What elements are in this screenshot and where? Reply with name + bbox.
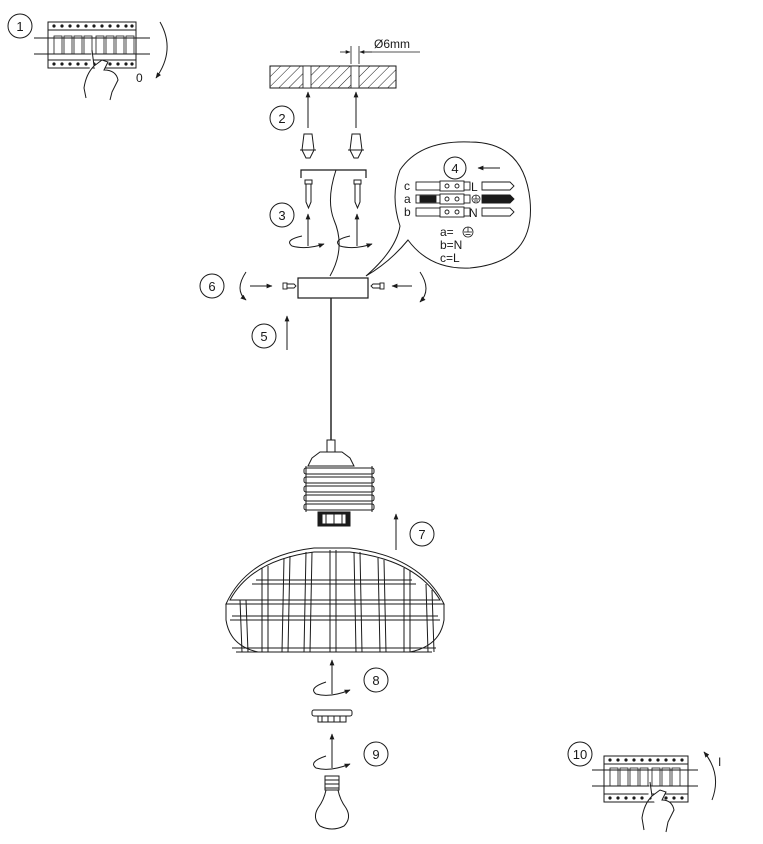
step-2-wall-plugs: 2 [269,91,364,159]
step-3-number: 3 [278,208,285,223]
rotate-arrow-icon [313,681,351,696]
ceiling: Ø6mm [269,37,420,89]
terminal-block [415,180,515,218]
terminal-row-c: c [404,179,410,193]
step-7-shade: 7 [225,513,445,653]
hand-icon [83,49,119,101]
circuit-breaker-icon [592,755,698,803]
legend-a: a= [440,225,454,239]
legend-c: c=L [440,251,460,265]
canopy [297,277,369,299]
mounting-bracket [300,169,367,178]
cable [329,169,340,277]
legend-b: b=N [440,238,462,252]
step-3-bracket-screws: 3 [269,169,373,277]
breaker-off-label: 0 [136,71,143,85]
terminal-row-b: b [404,205,411,219]
step-2-number: 2 [278,111,285,126]
step-8-number: 8 [372,673,379,688]
rotate-arrow-icon [419,271,427,303]
pendant-body [303,298,375,527]
step-4-number: 4 [451,161,458,176]
screw-icon [304,179,362,210]
rotate-arrow-icon [337,235,373,249]
step-8-shade-ring: 8 [311,659,389,723]
lamp-shade-icon [225,547,445,653]
rotate-arrow-icon [155,21,168,79]
terminal-label-N: N [469,206,478,220]
light-bulb-icon [314,775,350,830]
step-4-wiring-callout: 4 c a b L N a= b=N c=L [365,141,531,277]
wall-plug-icon [300,133,364,159]
step-9-bulb: 9 [313,733,389,830]
step-9-number: 9 [372,747,379,762]
step-1-number: 1 [16,19,23,34]
ground-symbol-icon [471,194,481,204]
terminal-label-L: L [471,180,478,194]
step-6-number: 6 [208,279,215,294]
hole-diameter-label: Ø6mm [374,37,410,51]
rotate-arrow-icon [289,235,325,249]
shade-ring-icon [311,709,353,723]
step-7-number: 7 [418,527,425,542]
rotate-arrow-icon [239,271,247,301]
step-5-number: 5 [260,329,267,344]
hand-icon [641,781,675,833]
ground-symbol-icon [462,226,474,238]
step-1-breaker-off: 1 0 [7,13,168,101]
terminal-row-a: a [404,192,411,206]
step-10-breaker-on: 10 I [567,741,721,833]
side-screw-icon [282,282,385,290]
rotate-arrow-icon [703,751,717,801]
step-10-number: 10 [573,747,587,762]
breaker-on-label: I [718,755,721,769]
rotate-arrow-icon [313,755,351,770]
step-5-6-canopy: 6 5 [199,271,427,350]
socket-holder [307,451,355,467]
